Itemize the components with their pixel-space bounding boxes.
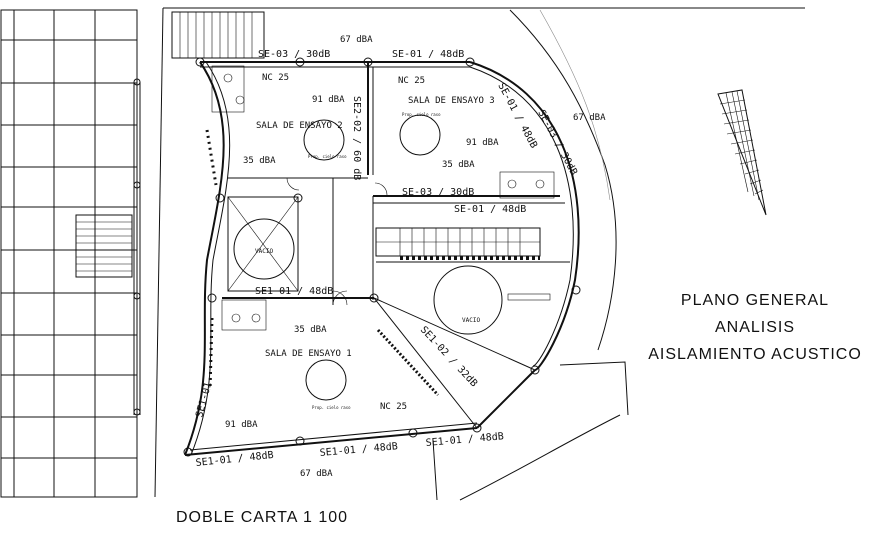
partition-se2-02: SE2-02 / 60 dB	[351, 96, 362, 180]
outside-level-right: 67 dBA	[573, 113, 606, 123]
title-block: PLANO GENERAL ANALISIS AISLAMIENTO ACUST…	[648, 292, 862, 363]
ceiling-note-b: Prop. cielo raso	[402, 112, 441, 117]
sala2-level-in: 35 dBA	[243, 156, 276, 166]
ceiling-note-a: Prop. cielo raso	[308, 154, 347, 159]
left-building-grid	[0, 9, 141, 498]
site-boundary-lines	[154, 7, 805, 501]
sala1-nc: NC 25	[380, 402, 407, 412]
entry-stair	[171, 11, 265, 59]
partition-se03-top: SE-03 / 30dB	[258, 49, 330, 60]
ceiling-note-c: Prop. cielo raso	[312, 405, 351, 410]
void-left-label: VACIO	[255, 248, 273, 255]
sala3-nc: NC 25	[398, 76, 425, 86]
skylight-grid	[717, 89, 767, 216]
title-line-2: ANALISIS	[715, 319, 795, 336]
outside-level-top: 67 dBA	[340, 35, 373, 45]
sala1-level-out: 91 dBA	[225, 420, 258, 430]
partition-se1-01-bottom-right: SE1-01 / 48dB	[425, 431, 504, 449]
partition-se01-top: SE-01 / 48dB	[392, 49, 464, 60]
sala2-nc: NC 25	[262, 73, 289, 83]
building-outline	[183, 57, 581, 457]
sala2-level-out: 91 dBA	[312, 95, 345, 105]
scale-caption: DOBLE CARTA 1 100	[176, 509, 348, 526]
title-line-3: AISLAMIENTO ACUSTICO	[648, 346, 862, 363]
partition-se01-curve: SE-01 / 48dB	[495, 81, 539, 150]
partition-se1-01-bottom-mid: SE1-01 / 48dB	[319, 441, 398, 459]
sala1-name: SALA DE ENSAYO 1	[265, 349, 352, 359]
void-circles	[233, 114, 503, 401]
sala2-name: SALA DE ENSAYO 2	[256, 121, 343, 131]
partition-se01-mid: SE-01 / 48dB	[454, 204, 526, 215]
sala3-level-out: 91 dBA	[466, 138, 499, 148]
title-line-1: PLANO GENERAL	[681, 292, 829, 309]
interior-walls	[205, 62, 570, 429]
partition-se1-01-lobby: SE1-01 / 48dB	[255, 286, 333, 297]
partition-se1-01-left: SE1-01	[194, 381, 214, 419]
sala1-level-in: 35 dBA	[294, 325, 327, 335]
partition-se03-mid: SE-03 / 30dB	[402, 187, 474, 198]
outside-level-bottom: 67 dBA	[300, 469, 333, 479]
outside-level-labels: 67 dBA 67 dBA 67 dBA	[300, 35, 606, 479]
void-right-label: VACIO	[462, 317, 480, 324]
sala3-name: SALA DE ENSAYO 3	[408, 96, 495, 106]
room-labels: NC 25 91 dBA SALA DE ENSAYO 2 35 dBA Pro…	[225, 73, 499, 430]
sala3-level-in: 35 dBA	[442, 160, 475, 170]
